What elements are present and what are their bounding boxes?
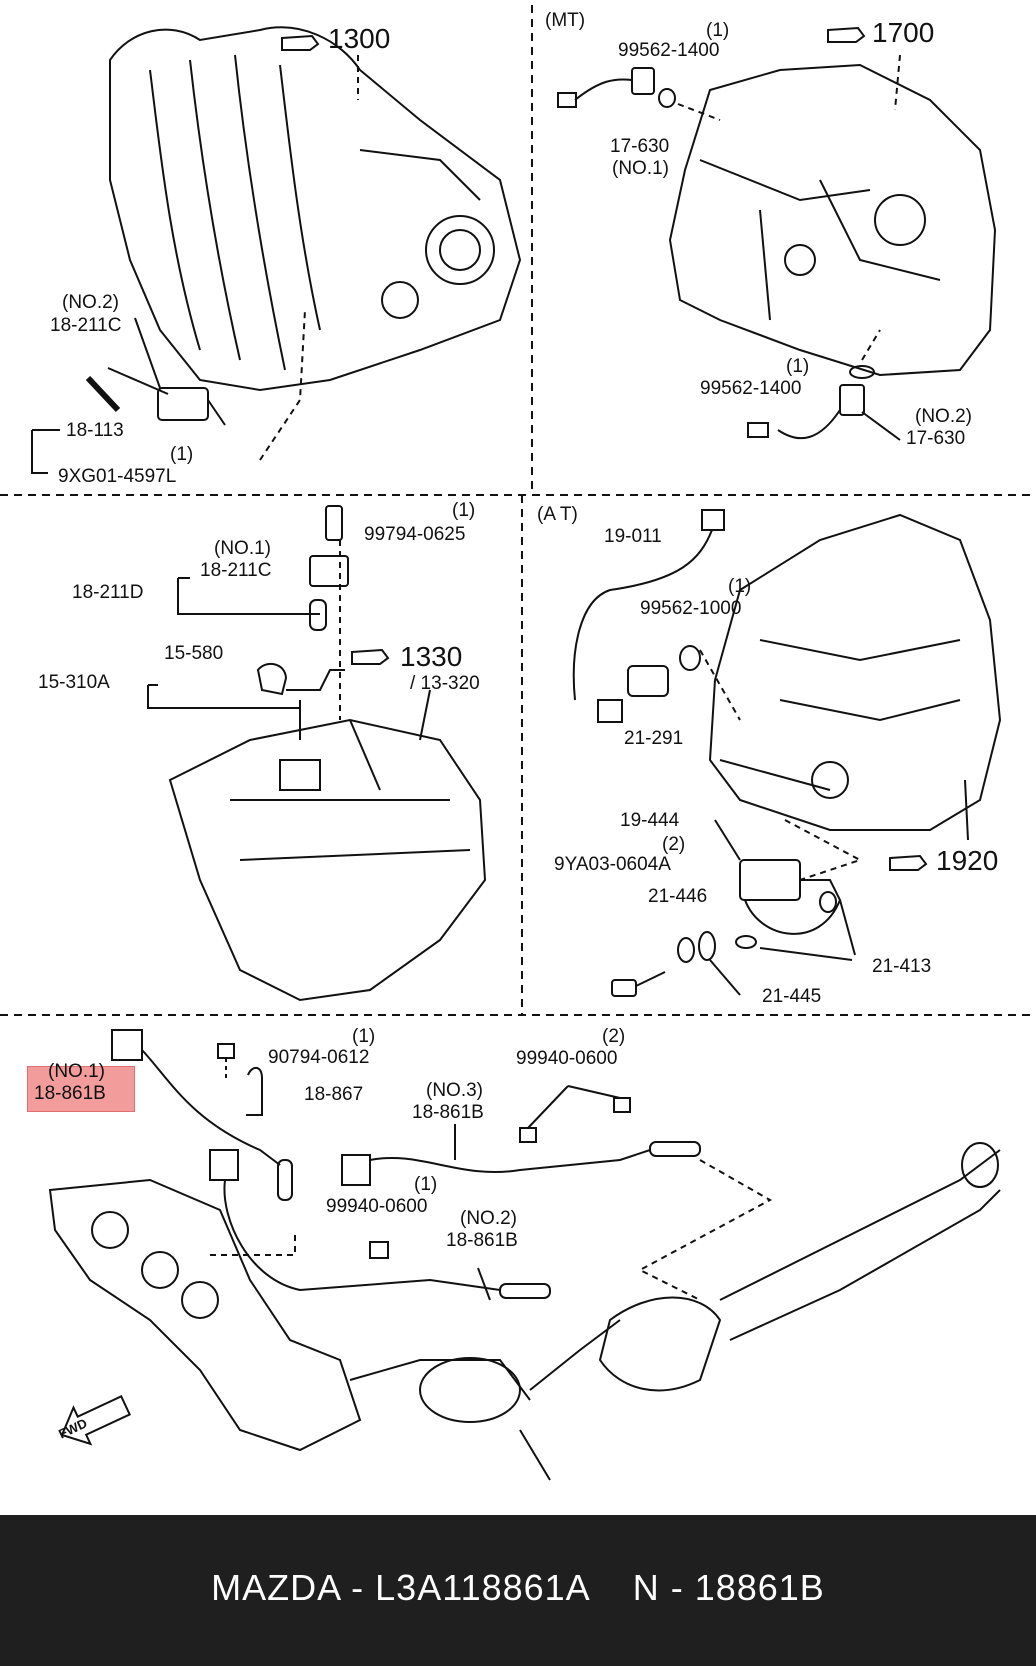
- ref-1300[interactable]: 1300: [328, 23, 391, 54]
- sensor-17-630-no2: [747, 329, 901, 441]
- qty-1-b: (1): [706, 20, 730, 41]
- qty-2-a: (2): [662, 834, 686, 855]
- part-18-211d[interactable]: 18-211D: [72, 582, 144, 603]
- part-18-861b-no1[interactable]: 18-861B: [34, 1083, 106, 1104]
- ref-1330[interactable]: 1330: [400, 641, 463, 672]
- part-90794-0612[interactable]: 90794-0612: [268, 1047, 370, 1068]
- oxygen-sensor-no1: [111, 1029, 293, 1201]
- pointing-hand-icon: [281, 26, 928, 871]
- sensor-17-630-no1: [557, 67, 721, 121]
- label-no1-a: (NO.1): [612, 158, 669, 179]
- automatic-transmission-drawing: [708, 513, 1002, 831]
- part-99562-1000[interactable]: 99562-1000: [640, 598, 742, 619]
- part-18-861b-no2[interactable]: 18-861B: [446, 1230, 518, 1251]
- arrow-1920: [964, 779, 969, 841]
- harness-19-011: [572, 509, 725, 723]
- part-18-113[interactable]: 18-113: [66, 420, 124, 441]
- sensor-19-444: [714, 819, 856, 961]
- nut-99940-0600-a: [519, 1127, 537, 1143]
- part-15-310a[interactable]: 15-310A: [38, 672, 110, 693]
- part-17-630-a[interactable]: 17-630: [610, 136, 670, 157]
- qty-2-b: (2): [602, 1026, 626, 1047]
- label-no2-b: (NO.2): [915, 406, 972, 427]
- qty-1-e: (1): [728, 576, 752, 597]
- bracket-18-867: [217, 1043, 263, 1116]
- part-99940-0600-a[interactable]: 99940-0600: [516, 1048, 618, 1069]
- part-9xg01-4597l[interactable]: 9XG01-4597L: [58, 466, 177, 487]
- part-18-211c-b[interactable]: 18-211C: [200, 560, 272, 581]
- part-15-580[interactable]: 15-580: [164, 643, 224, 664]
- part-99940-0600-b[interactable]: 99940-0600: [326, 1196, 428, 1217]
- bracket-15-310a: [147, 685, 300, 709]
- label-no1-b: (NO.1): [214, 538, 271, 559]
- bracket-18-113: [31, 430, 48, 474]
- air-cleaner-drawing: [168, 700, 487, 1002]
- section-mt: (MT): [545, 10, 586, 31]
- intake-manifold-drawing: [109, 26, 522, 392]
- ref-1920[interactable]: 1920: [936, 845, 999, 876]
- qty-1-f: (1): [352, 1026, 376, 1047]
- part-99562-1400-b[interactable]: 99562-1400: [700, 378, 802, 399]
- part-17-630-b[interactable]: 17-630: [906, 428, 966, 449]
- label-no1-c: (NO.1): [48, 1061, 105, 1082]
- label-no2-c: (NO.2): [460, 1208, 517, 1229]
- qty-1-a: (1): [170, 444, 194, 465]
- ref-1700[interactable]: 1700: [872, 17, 935, 48]
- highlight-18-861b: [27, 1066, 135, 1112]
- part-18-867[interactable]: 18-867: [304, 1084, 364, 1105]
- part-19-444[interactable]: 19-444: [620, 810, 680, 831]
- qty-1-d: (1): [452, 500, 476, 521]
- part-99562-1400-a[interactable]: 99562-1400: [618, 40, 720, 61]
- part-18-211c-a[interactable]: 18-211C: [50, 315, 122, 336]
- oxygen-sensor-no3: [341, 1141, 773, 1301]
- part-19-011[interactable]: 19-011: [604, 526, 662, 547]
- ref-13-320[interactable]: / 13-320: [410, 673, 480, 694]
- manual-transmission-drawing: [668, 63, 997, 377]
- qty-1-c: (1): [786, 356, 810, 377]
- bolt-9ya03-0604a: [611, 971, 666, 997]
- o-ring-21-445: [698, 931, 716, 961]
- part-21-291[interactable]: 21-291: [624, 728, 684, 749]
- nut-99940-0600-b: [613, 1097, 631, 1113]
- part-99794-0625[interactable]: 99794-0625: [364, 524, 466, 545]
- sensor-21-291: [627, 645, 741, 721]
- part-9ya03-0604a[interactable]: 9YA03-0604A: [554, 854, 671, 875]
- nut-99940-0600-c: [369, 1241, 389, 1259]
- washer-21-446: [677, 937, 695, 963]
- exhaust-manifold-drawing: [48, 1142, 1001, 1481]
- part-21-413[interactable]: 21-413: [872, 956, 932, 977]
- parts-diagram: [0, 5, 1036, 1481]
- bracket-18-211d: [177, 578, 320, 615]
- arrow-13-320: [419, 689, 431, 741]
- footer-part-number: MAZDA - L3A118861A N - 18861B: [211, 1567, 825, 1608]
- part-21-445[interactable]: 21-445: [762, 986, 822, 1007]
- label-no2-a: (NO.2): [62, 292, 119, 313]
- bracket-15-580: [256, 662, 345, 696]
- section-at: (A T): [537, 504, 578, 525]
- qty-1-g: (1): [414, 1174, 438, 1195]
- part-18-861b-no3[interactable]: 18-861B: [412, 1102, 484, 1123]
- part-21-446[interactable]: 21-446: [648, 886, 708, 907]
- sensor-18-211c-no2: [85, 309, 306, 461]
- label-no3: (NO.3): [426, 1080, 483, 1101]
- footer-bar: MAZDA - L3A118861A N - 18861B: [0, 1515, 1036, 1666]
- oxygen-sensor-no2: [209, 1149, 551, 1299]
- fwd-arrow: [60, 1395, 131, 1446]
